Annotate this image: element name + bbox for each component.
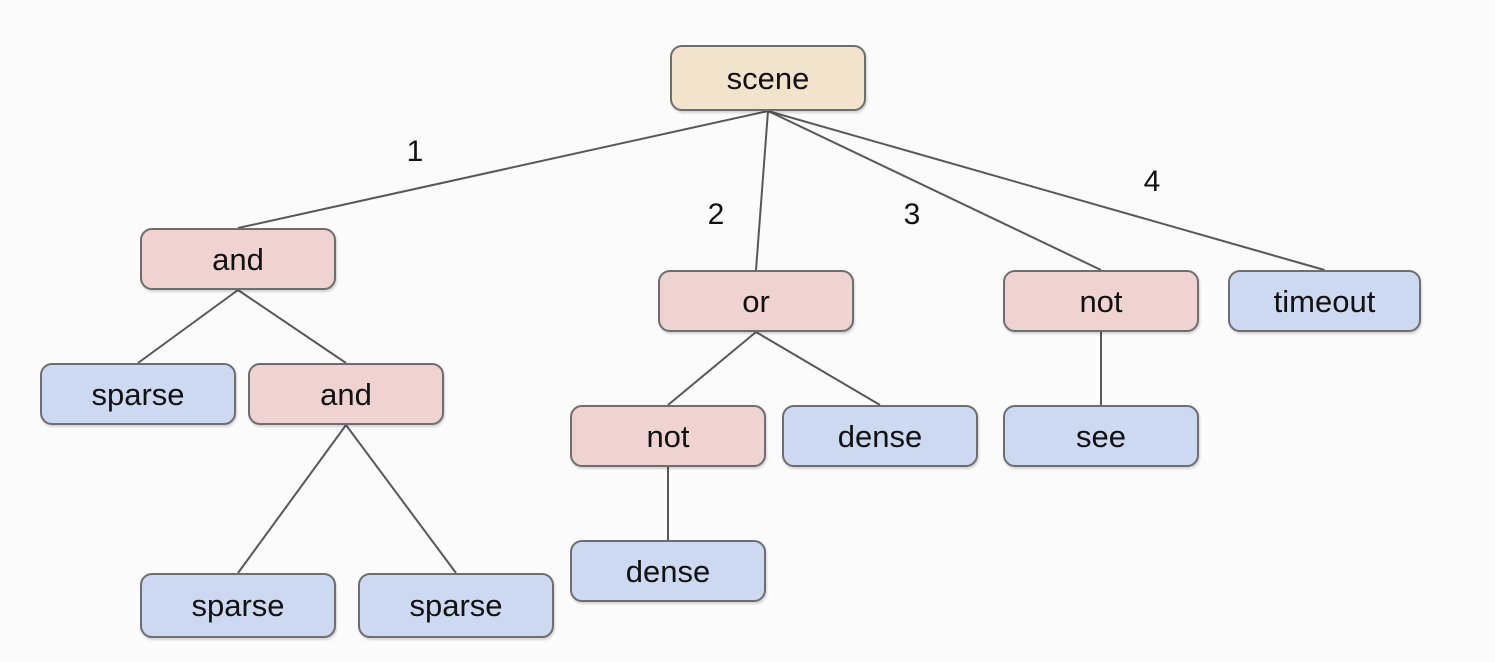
- tree-edge-scene-to-and1: [237, 110, 769, 229]
- tree-node-label: and: [320, 376, 372, 412]
- tree-node-label: scene: [726, 60, 810, 96]
- tree-node-label: sparse: [91, 376, 185, 412]
- tree-node-not1[interactable]: not: [1003, 270, 1199, 332]
- tree-edge-and2-to-sparse2: [237, 424, 347, 574]
- tree-edge-scene-to-timeout1: [767, 110, 1325, 271]
- tree-node-label: sparse: [191, 588, 285, 623]
- tree-node-label: and: [212, 241, 264, 277]
- edge-label-4: 4: [1143, 165, 1161, 198]
- tree-node-label: sparse: [409, 588, 503, 623]
- tree-node-sparse1[interactable]: sparse: [40, 363, 236, 425]
- tree-edge-and2-to-sparse3: [345, 424, 457, 574]
- tree-node-sparse3[interactable]: sparse: [358, 573, 554, 638]
- tree-edge-and1-to-sparse1: [137, 289, 239, 364]
- tree-node-label: or: [742, 283, 770, 319]
- edge-label-3: 3: [903, 198, 921, 231]
- tree-node-sparse2[interactable]: sparse: [140, 573, 336, 638]
- tree-node-label: dense: [837, 418, 923, 454]
- tree-node-and2[interactable]: and: [248, 363, 444, 425]
- tree-edge-scene-to-or1: [755, 110, 769, 271]
- tree-node-dense2[interactable]: dense: [570, 540, 766, 602]
- tree-node-not2[interactable]: not: [570, 405, 766, 467]
- tree-edge-and1-to-and2: [237, 289, 347, 364]
- tree-node-or1[interactable]: or: [658, 270, 854, 332]
- tree-node-label: timeout: [1273, 283, 1376, 319]
- edge-label-1: 1: [406, 135, 424, 168]
- tree-node-scene[interactable]: scene: [670, 45, 866, 111]
- edge-label-2: 2: [707, 198, 725, 231]
- tree-node-label: dense: [625, 553, 711, 589]
- tree-node-label: not: [1079, 283, 1123, 319]
- tree-node-see1[interactable]: see: [1003, 405, 1199, 467]
- tree-node-timeout1[interactable]: timeout: [1228, 270, 1421, 332]
- tree-node-label: see: [1076, 418, 1126, 454]
- tree-node-and1[interactable]: and: [140, 228, 336, 290]
- tree-edge-or1-to-not2: [667, 331, 757, 406]
- tree-node-dense1[interactable]: dense: [782, 405, 978, 467]
- tree-edge-or1-to-dense1: [755, 331, 881, 406]
- tree-node-label: not: [646, 418, 690, 454]
- tree-edge-scene-to-not1: [767, 110, 1102, 271]
